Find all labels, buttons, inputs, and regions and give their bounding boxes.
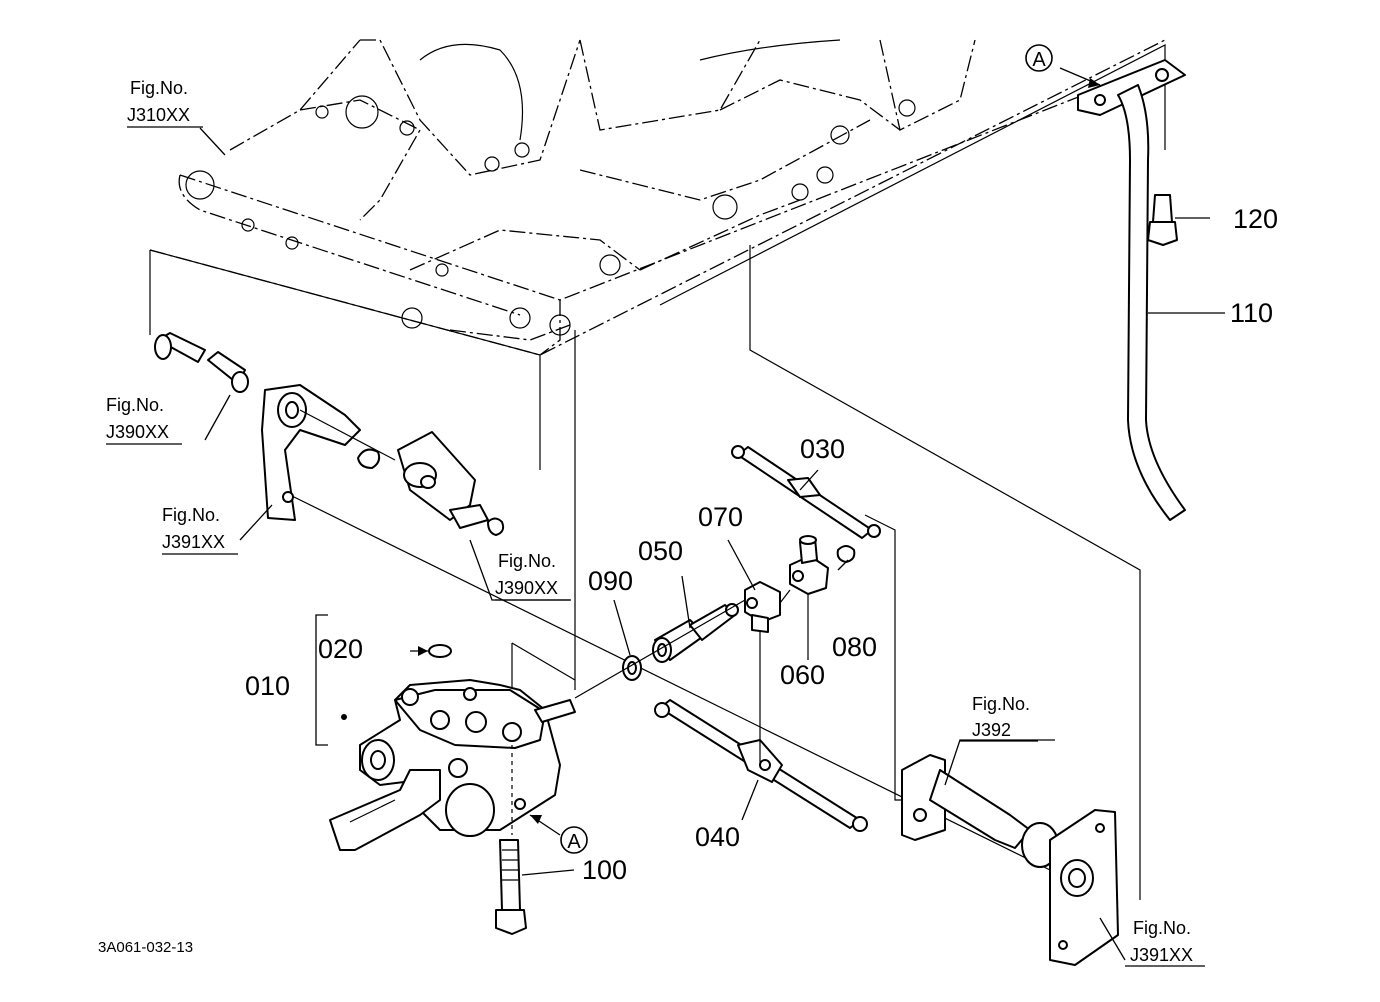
svg-text:Fig.No.: Fig.No. [162,505,220,525]
callout-050: 050 [638,536,683,566]
svg-text:Fig.No.: Fig.No. [1133,918,1191,938]
callout-080: 080 [832,632,877,662]
callout-010: 010 [245,671,290,701]
part-120-fitting [1147,194,1178,246]
svg-text:J390XX: J390XX [495,578,558,598]
part-callouts: 010 020 030 040 050 060 070 080 090 100 … [245,204,1278,885]
reference-mark-bottom: A [560,826,588,854]
callout-070: 070 [698,502,743,532]
callout-110: 110 [1230,298,1273,328]
svg-text:Fig.No.: Fig.No. [498,551,556,571]
svg-text:J392: J392 [972,720,1011,740]
figure-ref-j310: Fig.No. J310XX [127,78,203,128]
callout-030: 030 [800,434,845,464]
lift-arm-linkage-group [154,332,505,536]
joint-parts-060-070-080 [744,535,856,765]
part-110-pipe [1077,59,1186,521]
right-flange-assembly [901,754,1119,966]
reference-mark-top: A [1025,44,1053,72]
figure-ref-j391-left: Fig.No. J391XX [162,505,238,555]
svg-text:J391XX: J391XX [1130,945,1193,965]
callout-060: 060 [780,660,825,690]
figure-ref-j390-mid: Fig.No. J390XX [495,551,571,601]
leader-lines [199,67,1225,961]
part-040-rod [654,699,868,832]
arrowheads [341,78,1100,824]
phantom-reference-lines [149,44,1166,900]
part-100-bolt [495,745,527,935]
svg-text:J390XX: J390XX [106,422,169,442]
svg-text:A: A [1032,49,1046,71]
callout-040: 040 [695,822,740,852]
svg-text:A: A [567,831,581,853]
callout-020: 020 [318,634,363,664]
callout-090: 090 [588,566,633,596]
svg-text:Fig.No.: Fig.No. [130,78,188,98]
figure-ref-j390-left: Fig.No. J390XX [106,395,182,445]
transmission-housing [149,39,1166,356]
svg-text:J391XX: J391XX [162,532,225,552]
figure-ref-j392: Fig.No. J392 [960,694,1038,742]
part-030-rod [731,445,881,539]
figure-ref-j391-right: Fig.No. J391XX [1125,918,1205,967]
drawing-code: 3A061-032-13 [98,939,193,956]
callout-100: 100 [582,855,627,885]
svg-text:Fig.No.: Fig.No. [106,395,164,415]
parts-050-090 [574,599,746,699]
svg-text:J310XX: J310XX [127,105,190,125]
part-010-control-valve [315,614,576,851]
svg-text:Fig.No.: Fig.No. [972,694,1030,714]
callout-120: 120 [1233,204,1278,234]
